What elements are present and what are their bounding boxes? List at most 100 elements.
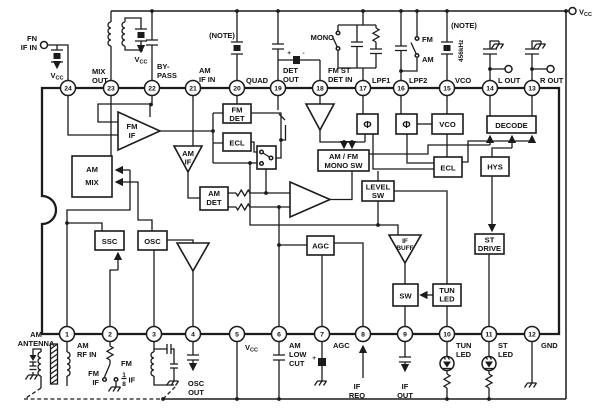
svg-text:DET: DET	[229, 114, 245, 123]
svg-text:3: 3	[152, 332, 156, 339]
pin-7: 7	[313, 325, 331, 343]
pin-12: 12	[523, 325, 541, 343]
bypass-capacitor	[146, 11, 158, 81]
pin-23: 23	[102, 79, 120, 97]
block-level-sw: LEVEL SW	[361, 180, 395, 202]
pin-9: 9	[396, 325, 414, 343]
svg-text:RF IN: RF IN	[77, 350, 97, 359]
svg-text:17: 17	[359, 86, 367, 93]
svg-text:L OUT: L OUT	[498, 76, 521, 85]
svg-text:ANTENNA: ANTENNA	[18, 339, 55, 348]
svg-text:4: 4	[191, 332, 195, 339]
pin-8: 8	[354, 325, 372, 343]
svg-text:FM ST: FM ST	[328, 66, 351, 75]
r-out-coupling	[525, 40, 555, 81]
mix-out-transformer: VCC	[107, 11, 148, 81]
pin4-osc-out: OSC OUT	[187, 341, 205, 397]
svg-text:24: 24	[64, 86, 72, 93]
svg-text:Φ: Φ	[363, 120, 371, 131]
svg-text:ECL: ECL	[229, 139, 245, 148]
svg-text:BY-: BY-	[157, 62, 170, 71]
pin-11: 11	[480, 325, 498, 343]
pin-5: 5	[228, 325, 246, 343]
fn-if-in-terminal: FN IF IN VCC	[21, 34, 69, 82]
internal-wires	[66, 96, 537, 326]
mono-switch-lpf1-network: MONO	[311, 11, 382, 81]
fm-if-label: FM	[127, 122, 138, 131]
block-st-drive: ST DRIVE	[474, 233, 505, 255]
svg-text:DRIVE: DRIVE	[478, 244, 501, 253]
svg-text:LED: LED	[498, 350, 514, 359]
svg-text:IF IN: IF IN	[21, 43, 37, 52]
pin7-agc-cap: +	[312, 341, 328, 387]
lpf2-network-fm-am-switch: FM AM	[395, 11, 434, 81]
svg-text:OUT: OUT	[188, 388, 204, 397]
pin-13: 13	[523, 79, 541, 97]
svg-text:ECL: ECL	[440, 164, 456, 173]
svg-text:MONO: MONO	[311, 33, 334, 42]
block-fm-if-amp: FM IF	[117, 110, 162, 152]
pin-16: 16	[392, 79, 410, 97]
svg-text:OSC: OSC	[188, 379, 205, 388]
pin-18: 18	[311, 79, 329, 97]
svg-text:VCO: VCO	[439, 120, 456, 129]
svg-text:AM / FM: AM / FM	[329, 152, 358, 161]
block-if-buff-amp: IF BUFF	[387, 234, 423, 265]
svg-text:2: 2	[108, 332, 112, 339]
vcc-terminal: VCC	[568, 6, 592, 18]
svg-text:8: 8	[361, 332, 365, 339]
block-osc-buffer-amp	[175, 242, 211, 273]
pin-19: 19	[269, 79, 287, 97]
fraction-numerator: 1	[122, 372, 126, 379]
block-ecl-left: ECL	[222, 132, 252, 152]
svg-text:9: 9	[403, 332, 407, 339]
svg-text:11: 11	[485, 332, 492, 339]
junction-dots	[65, 9, 568, 401]
block-vco: VCO	[431, 113, 464, 135]
svg-text:21: 21	[189, 86, 197, 93]
svg-text:IF: IF	[185, 158, 192, 167]
svg-text:LPF1: LPF1	[372, 76, 390, 85]
pin-14: 14	[481, 79, 499, 97]
svg-text:TUN: TUN	[456, 341, 471, 350]
pin-4: 4	[184, 325, 202, 343]
block-det-select-switch	[256, 145, 277, 170]
svg-text:ST: ST	[485, 236, 495, 245]
tun-led-external	[439, 341, 455, 399]
block-output-amp	[289, 180, 332, 219]
svg-text:IF IN: IF IN	[199, 75, 215, 84]
svg-text:1: 1	[65, 332, 69, 339]
svg-text:AGC: AGC	[312, 242, 329, 251]
vcc-label-fn: VCC	[51, 71, 64, 82]
svg-text:16: 16	[397, 86, 405, 93]
block-ssc: SSC	[94, 230, 125, 251]
svg-text:-: -	[303, 50, 305, 57]
svg-text:(NOTE): (NOTE)	[451, 21, 477, 30]
svg-text:FM: FM	[422, 35, 433, 44]
svg-text:AM: AM	[77, 341, 89, 350]
pin-15: 15	[438, 79, 456, 97]
svg-text:TUN: TUN	[439, 286, 455, 295]
svg-text:LED: LED	[439, 295, 455, 304]
block-tun-led-driver: TUN LED	[432, 283, 462, 307]
ic-chip-outline	[40, 86, 561, 336]
svg-text:FM: FM	[232, 106, 243, 115]
svg-text:22: 22	[148, 86, 156, 93]
svg-text:IF: IF	[92, 378, 99, 387]
svg-text:BUFF: BUFF	[396, 245, 413, 252]
l-out-coupling	[483, 40, 513, 81]
svg-text:FM: FM	[88, 369, 99, 378]
svg-text:ST: ST	[498, 341, 508, 350]
pin-1: 1	[58, 325, 76, 343]
vcc-top-rail	[111, 10, 569, 400]
pin-21: 21	[184, 79, 202, 97]
pin5-vcc-label: VCC	[245, 343, 258, 354]
svg-text:AM: AM	[289, 341, 301, 350]
block-sw: SW	[392, 283, 419, 307]
block-am-mix: AM MIX	[71, 155, 113, 198]
pin3-osc-tank	[150, 341, 180, 387]
pin12-ground	[523, 341, 538, 389]
svg-text:LED: LED	[456, 350, 472, 359]
